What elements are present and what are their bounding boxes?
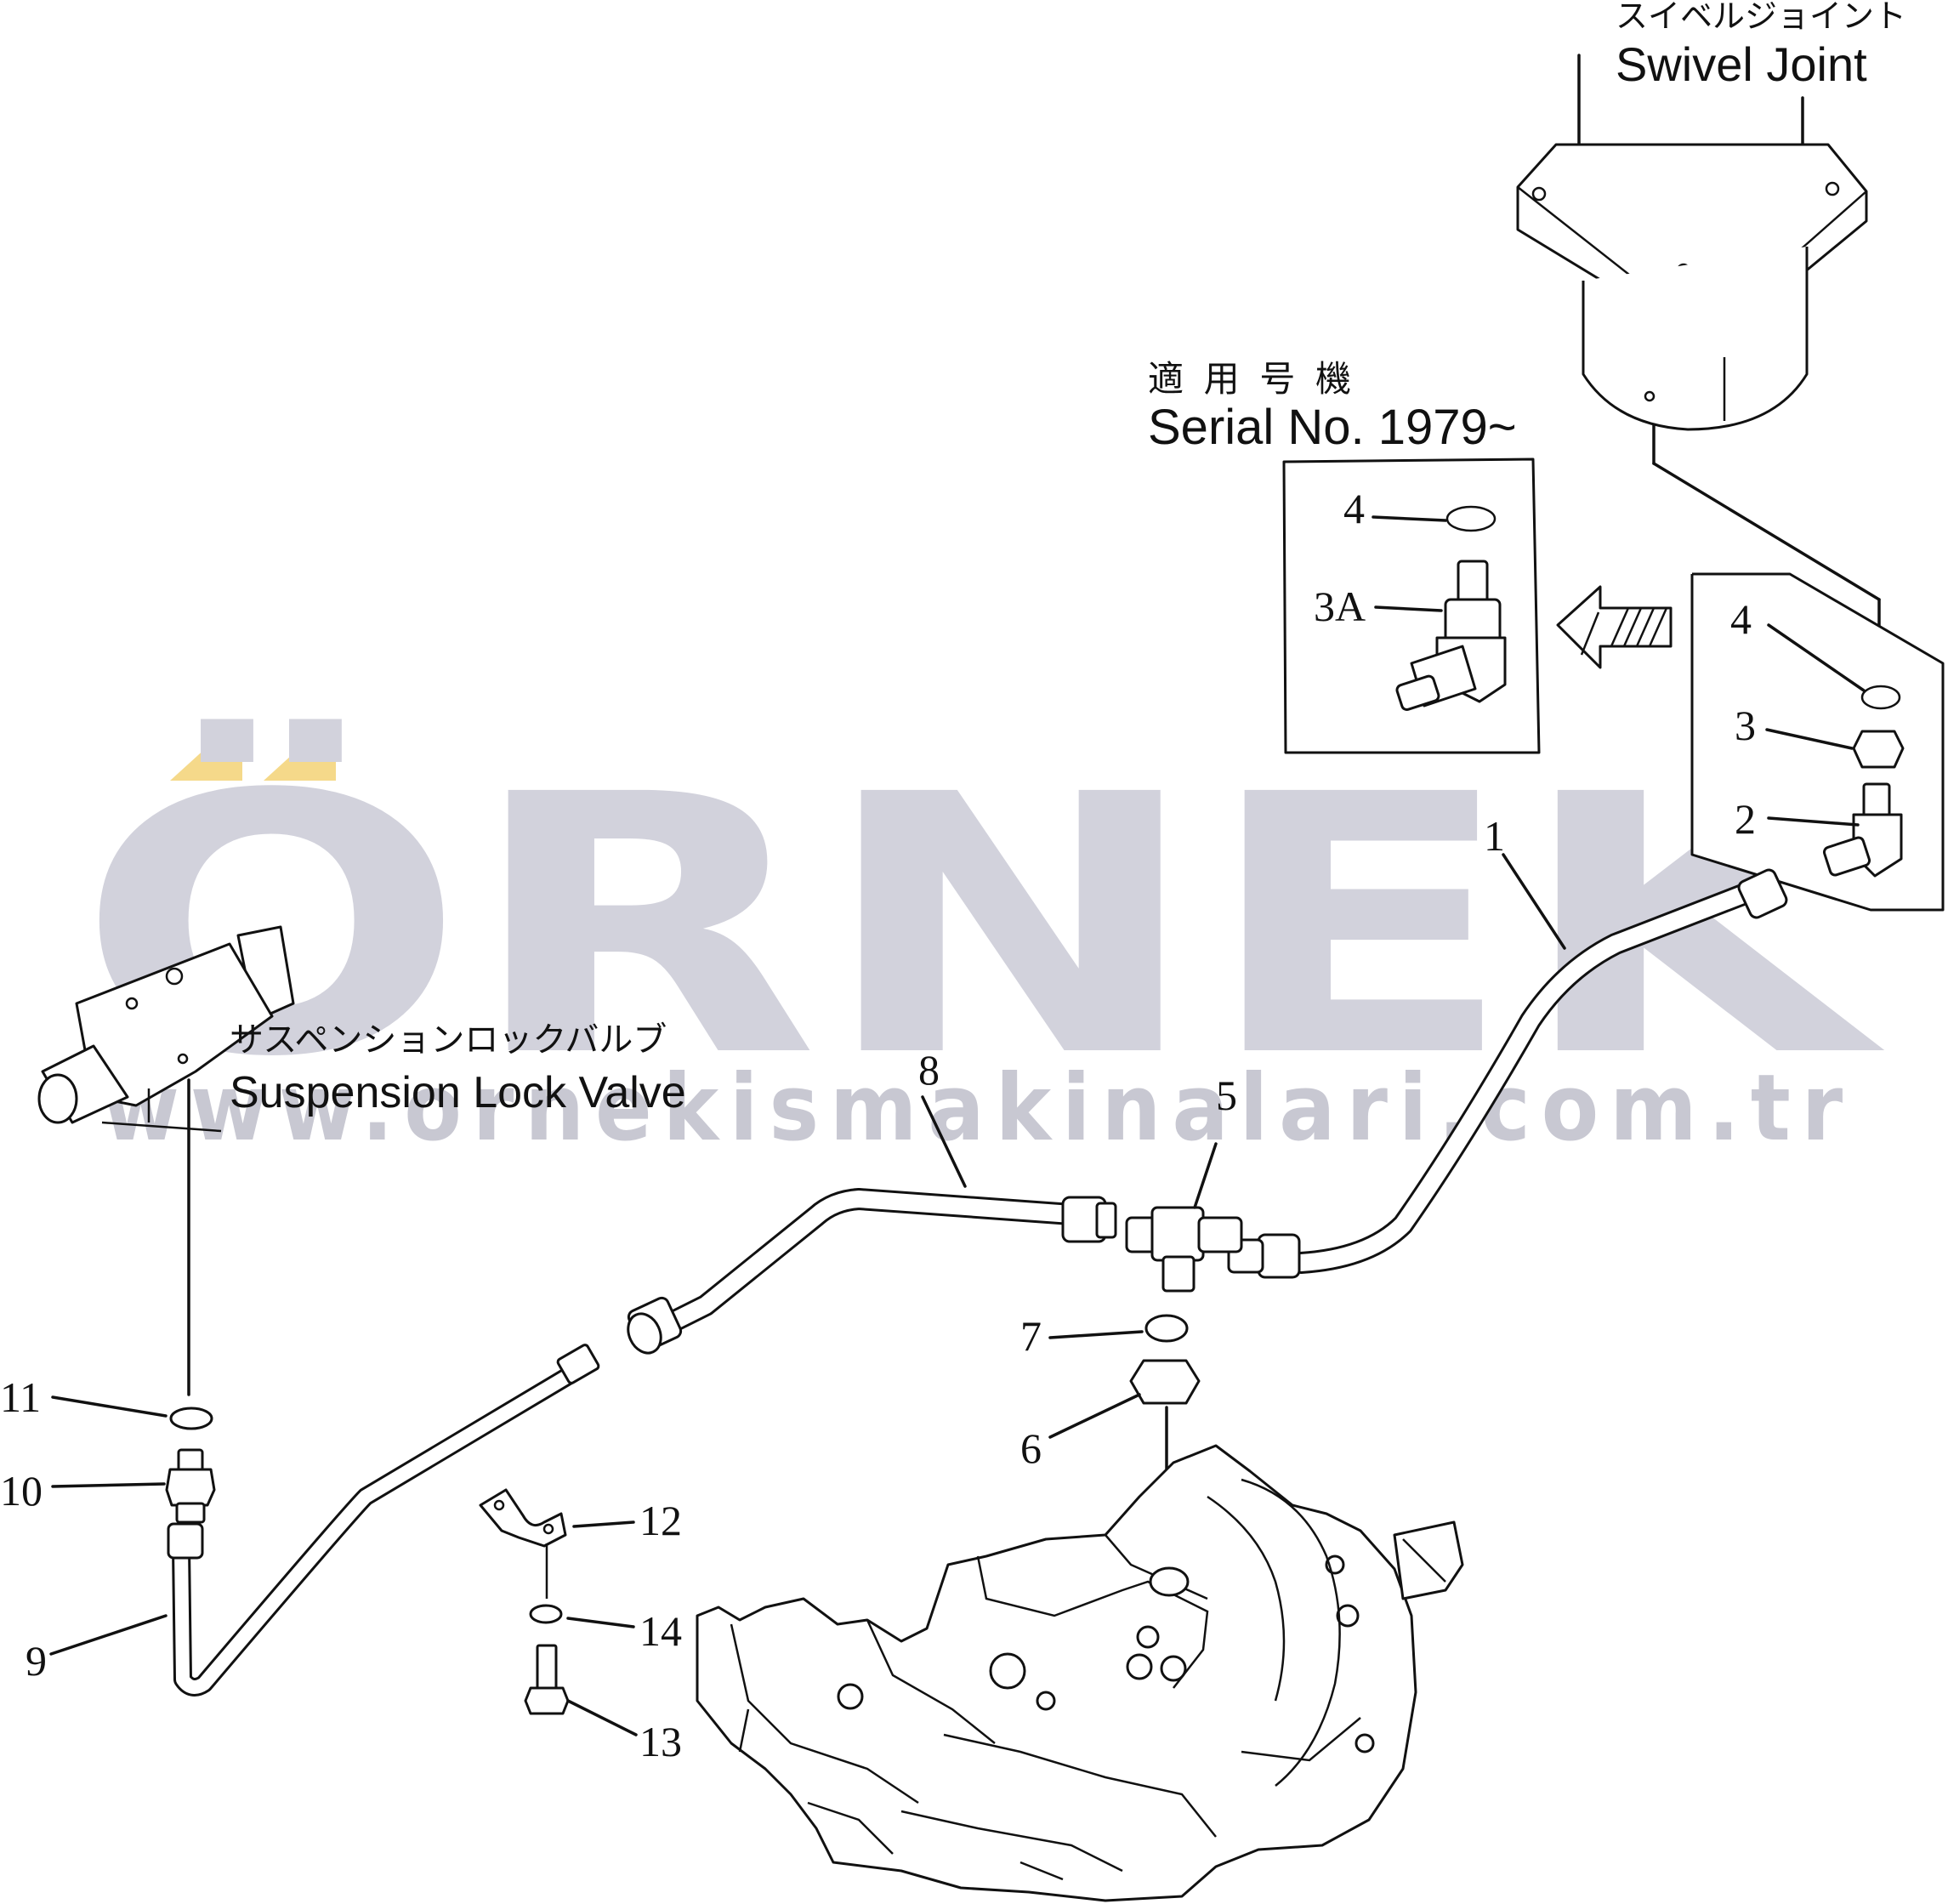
serial-label: Serial No. 1979~: [1148, 400, 1517, 455]
callout-1: 1: [1484, 812, 1505, 860]
callout-11: 11: [0, 1373, 41, 1421]
o-ring-7: [1144, 1314, 1189, 1343]
callout-2: 2: [1735, 795, 1756, 843]
callout-6: 6: [1020, 1424, 1042, 1472]
clamp-12: [479, 1488, 567, 1548]
watermark-umlaut-right: [264, 738, 336, 781]
valve-label-jp: サスペンションロックバルブ: [230, 1021, 667, 1059]
swivel-joint: [1516, 54, 1881, 665]
bolt-13: [524, 1644, 570, 1715]
callout-3: 3: [1735, 702, 1756, 749]
callout-9: 9: [26, 1637, 47, 1685]
callout-4: 4: [1730, 595, 1752, 643]
callout-4-inset: 4: [1343, 485, 1365, 532]
watermark-brand: ÖRNEK: [77, 715, 1888, 1135]
callout-3a: 3A: [1314, 583, 1366, 630]
transmission-body: [696, 1444, 1464, 1902]
tee-fitting-5: [1125, 1206, 1243, 1293]
callout-12: 12: [639, 1497, 682, 1544]
o-ring-11: [169, 1407, 213, 1430]
swivel-joint-label-jp: スイベルジョイント: [1616, 0, 1906, 35]
elbow-fitting-3a: [1395, 560, 1507, 712]
replacement-arrow: [1556, 585, 1673, 669]
watermark: ÖRNEK www.ornekismakinalari.com.tr: [77, 715, 1888, 1162]
callout-10: 10: [0, 1467, 43, 1515]
callout-8: 8: [918, 1046, 940, 1094]
callout-13: 13: [639, 1718, 682, 1765]
serial-inset-box: [1282, 458, 1541, 754]
swivel-joint-label: Swivel Joint: [1616, 37, 1867, 91]
callout-5: 5: [1216, 1071, 1237, 1119]
watermark-url: www.ornekismakinalari.com.tr: [102, 1055, 1854, 1162]
right-parts-box: [1690, 572, 1945, 912]
hose-1: [1227, 868, 1788, 1279]
suspension-lock-valve: [37, 925, 295, 1133]
fitting-10: [165, 1448, 216, 1524]
washer-14: [529, 1604, 563, 1624]
watermark-umlaut-left: [170, 738, 242, 781]
tube-9: [167, 1344, 600, 1697]
serial-label-jp: 適 用 号 機: [1148, 359, 1356, 399]
callout-7: 7: [1020, 1312, 1042, 1360]
hose-8: [627, 1188, 1117, 1355]
callout-14: 14: [639, 1607, 682, 1655]
nut-6: [1129, 1359, 1201, 1405]
valve-label: Suspension Lock Valve: [230, 1068, 686, 1117]
